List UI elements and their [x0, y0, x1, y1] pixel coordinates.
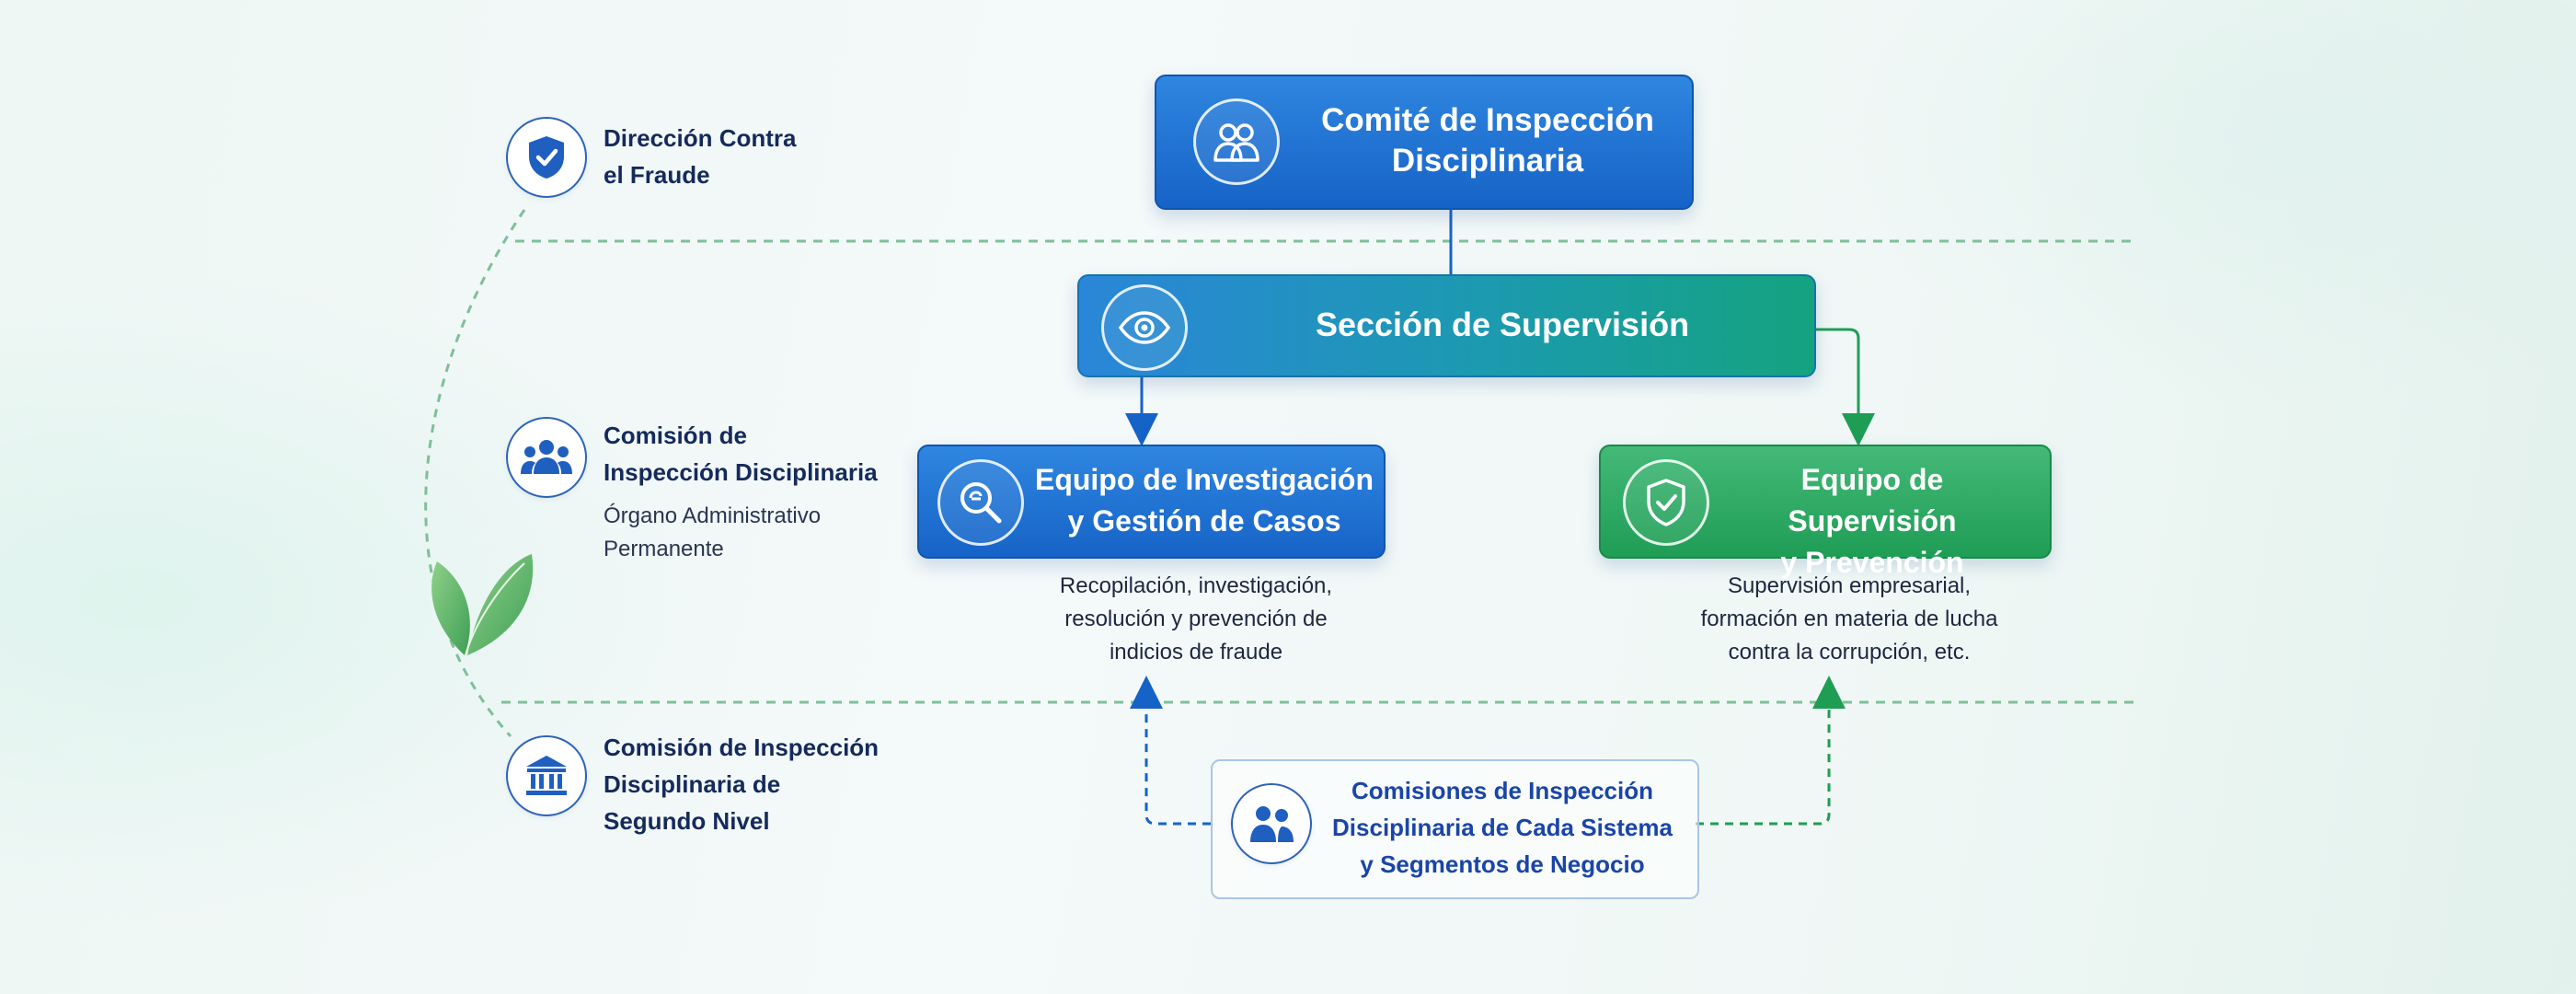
investigacion-desc1: Recopilación, investigación, [1059, 573, 1333, 598]
seccion-box[interactable]: Sección de Supervisión [1077, 274, 1816, 377]
comision-sub1: Órgano Administrativo [604, 503, 822, 528]
investigacion-box[interactable]: Equipo de Investigación y Gestión de Cas… [917, 445, 1386, 559]
comite-line2: Disciplinaria [1391, 143, 1584, 179]
investigacion-desc2: resolución y prevención de [1064, 607, 1328, 631]
eye-icon [1101, 284, 1188, 371]
arrow-seccion-supervision [1814, 328, 1875, 446]
comite-label: Comité de Inspección Disciplinaria [1304, 100, 1672, 181]
supervision-desc3: contra la corrupción, etc. [1728, 640, 1971, 665]
arrow-comisiones-investigacion [1130, 676, 1211, 826]
comision-title: Comisión de Inspección Disciplinaria [604, 417, 878, 491]
shield-check-icon [1623, 459, 1709, 546]
comision-subtitle: Órgano Administrativo Permanente [604, 500, 821, 566]
comision-line1: Comisión de [604, 422, 748, 449]
comision-sub2: Permanente [604, 537, 724, 561]
comisiones-line3: y Segmentos de Negocio [1360, 850, 1645, 878]
segundo-title: Comisión de Inspección Disciplinaria de … [604, 729, 879, 839]
direccion-line1: Dirección Contra [604, 124, 797, 152]
shield-check-icon [506, 117, 587, 198]
segundo-line1: Comisión de Inspección [604, 734, 880, 761]
supervision-label: Equipo de Supervisión y Prevención [1716, 459, 2029, 584]
direccion-line2: el Fraude [604, 161, 710, 189]
supervision-line1: Equipo de Supervisión [1788, 463, 1957, 537]
users-group-icon [506, 417, 587, 498]
supervision-desc1: Supervisión empresarial, [1727, 573, 1972, 598]
seccion-label: Sección de Supervisión [1315, 306, 1690, 343]
people-icon [1193, 98, 1280, 185]
investigacion-label: Equipo de Investigación y Gestión de Cas… [1034, 459, 1374, 542]
comisiones-box[interactable]: Comisiones de Inspección Disciplinaria d… [1211, 759, 1699, 899]
bank-building-icon [506, 735, 587, 816]
segundo-line3: Segundo Nivel [604, 807, 770, 835]
direccion-title: Dirección Contra el Fraude [604, 120, 797, 193]
comision-line2: Inspección Disciplinaria [604, 458, 878, 486]
investigacion-desc3: indicios de fraude [1109, 640, 1283, 665]
comite-line1: Comité de Inspección [1321, 102, 1654, 138]
segundo-line2: Disciplinaria de [604, 770, 781, 798]
supervision-desc2: formación en materia de lucha [1700, 607, 1998, 631]
comite-box[interactable]: Comité de Inspección Disciplinaria [1155, 75, 1694, 210]
comisiones-label: Comisiones de Inspección Disciplinaria d… [1314, 772, 1691, 883]
comisiones-line2: Disciplinaria de Cada Sistema [1332, 814, 1673, 841]
users-group-icon [1231, 783, 1312, 864]
left-dashed-arc [424, 209, 526, 738]
supervision-line2: y Prevención [1780, 546, 1964, 579]
supervision-box[interactable]: Equipo de Supervisión y Prevención [1599, 445, 2052, 579]
investigacion-line1: Equipo de Investigación [1034, 463, 1374, 496]
supervision-description: Supervisión empresarial, formación en ma… [1647, 570, 2052, 669]
leaf-icon [431, 554, 534, 656]
investigacion-line2: y Gestión de Casos [1067, 504, 1341, 537]
comisiones-line1: Comisiones de Inspección [1351, 777, 1653, 804]
magnifier-icon [937, 459, 1024, 546]
arrow-comisiones-supervision [1696, 676, 1846, 826]
investigacion-description: Recopilación, investigación, resolución … [1007, 570, 1385, 669]
